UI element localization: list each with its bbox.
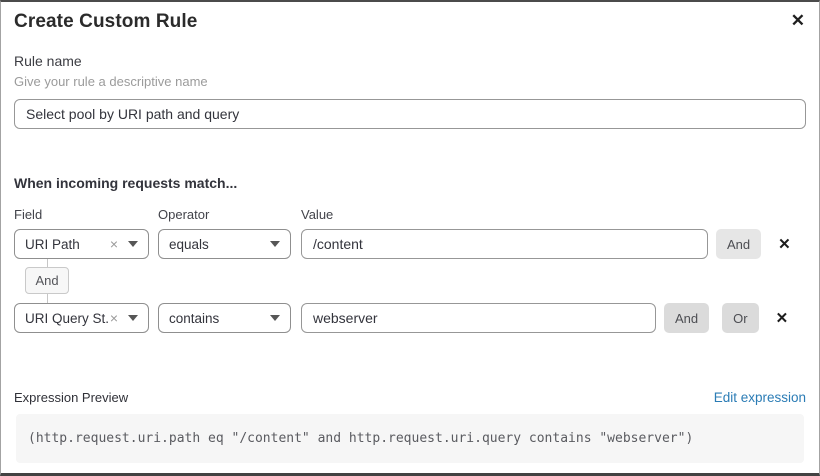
field-select[interactable]: URI Query St... × [14,303,149,333]
operator-select-value: contains [169,310,220,326]
edit-expression-link[interactable]: Edit expression [713,390,806,405]
clear-selection-icon[interactable]: × [109,236,118,252]
condition-row: URI Query St... × contains And Or ✕ [14,303,806,333]
rule-name-input[interactable] [14,99,806,129]
add-and-condition-button[interactable]: And [716,229,762,259]
value-column-label: Value [301,207,334,222]
add-and-condition-button[interactable]: And [664,303,710,333]
operator-column-label: Operator [158,207,210,222]
and-connector-badge: And [25,267,69,294]
connector-line [46,259,48,267]
chevron-down-icon [270,241,280,247]
rule-name-helper: Give your rule a descriptive name [14,74,208,89]
value-input[interactable] [301,229,708,259]
connector-line [46,294,48,303]
chevron-down-icon [128,241,138,247]
dialog-title: Create Custom Rule [14,11,198,32]
expression-code: (http.request.uri.path eq "/content" and… [16,414,804,463]
clear-selection-icon[interactable]: × [109,310,118,326]
operator-select[interactable]: contains [158,303,291,333]
remove-condition-icon[interactable]: ✕ [774,235,795,254]
rule-name-section: Rule name Give your rule a descriptive n… [14,53,806,129]
field-select-value: URI Query St... [25,310,108,326]
remove-condition-icon[interactable]: ✕ [772,309,793,328]
field-select[interactable]: URI Path × [14,229,149,259]
field-select-value: URI Path [25,236,80,252]
add-or-condition-button[interactable]: Or [722,303,759,333]
condition-column-labels: Field Operator Value [14,207,806,222]
operator-select[interactable]: equals [158,229,291,259]
chevron-down-icon [270,315,280,321]
operator-select-value: equals [169,236,209,252]
field-column-label: Field [14,207,43,222]
condition-row: URI Path × equals And ✕ [14,229,806,259]
rule-name-label: Rule name [14,53,82,69]
value-input[interactable] [301,303,656,333]
expression-preview-label: Expression Preview [14,390,129,405]
logical-connector: And [25,259,69,303]
expression-preview-header: Expression Preview Edit expression [14,390,806,405]
close-icon[interactable]: ✕ [787,8,809,33]
chevron-down-icon [128,315,138,321]
match-heading: When incoming requests match... [14,175,238,191]
